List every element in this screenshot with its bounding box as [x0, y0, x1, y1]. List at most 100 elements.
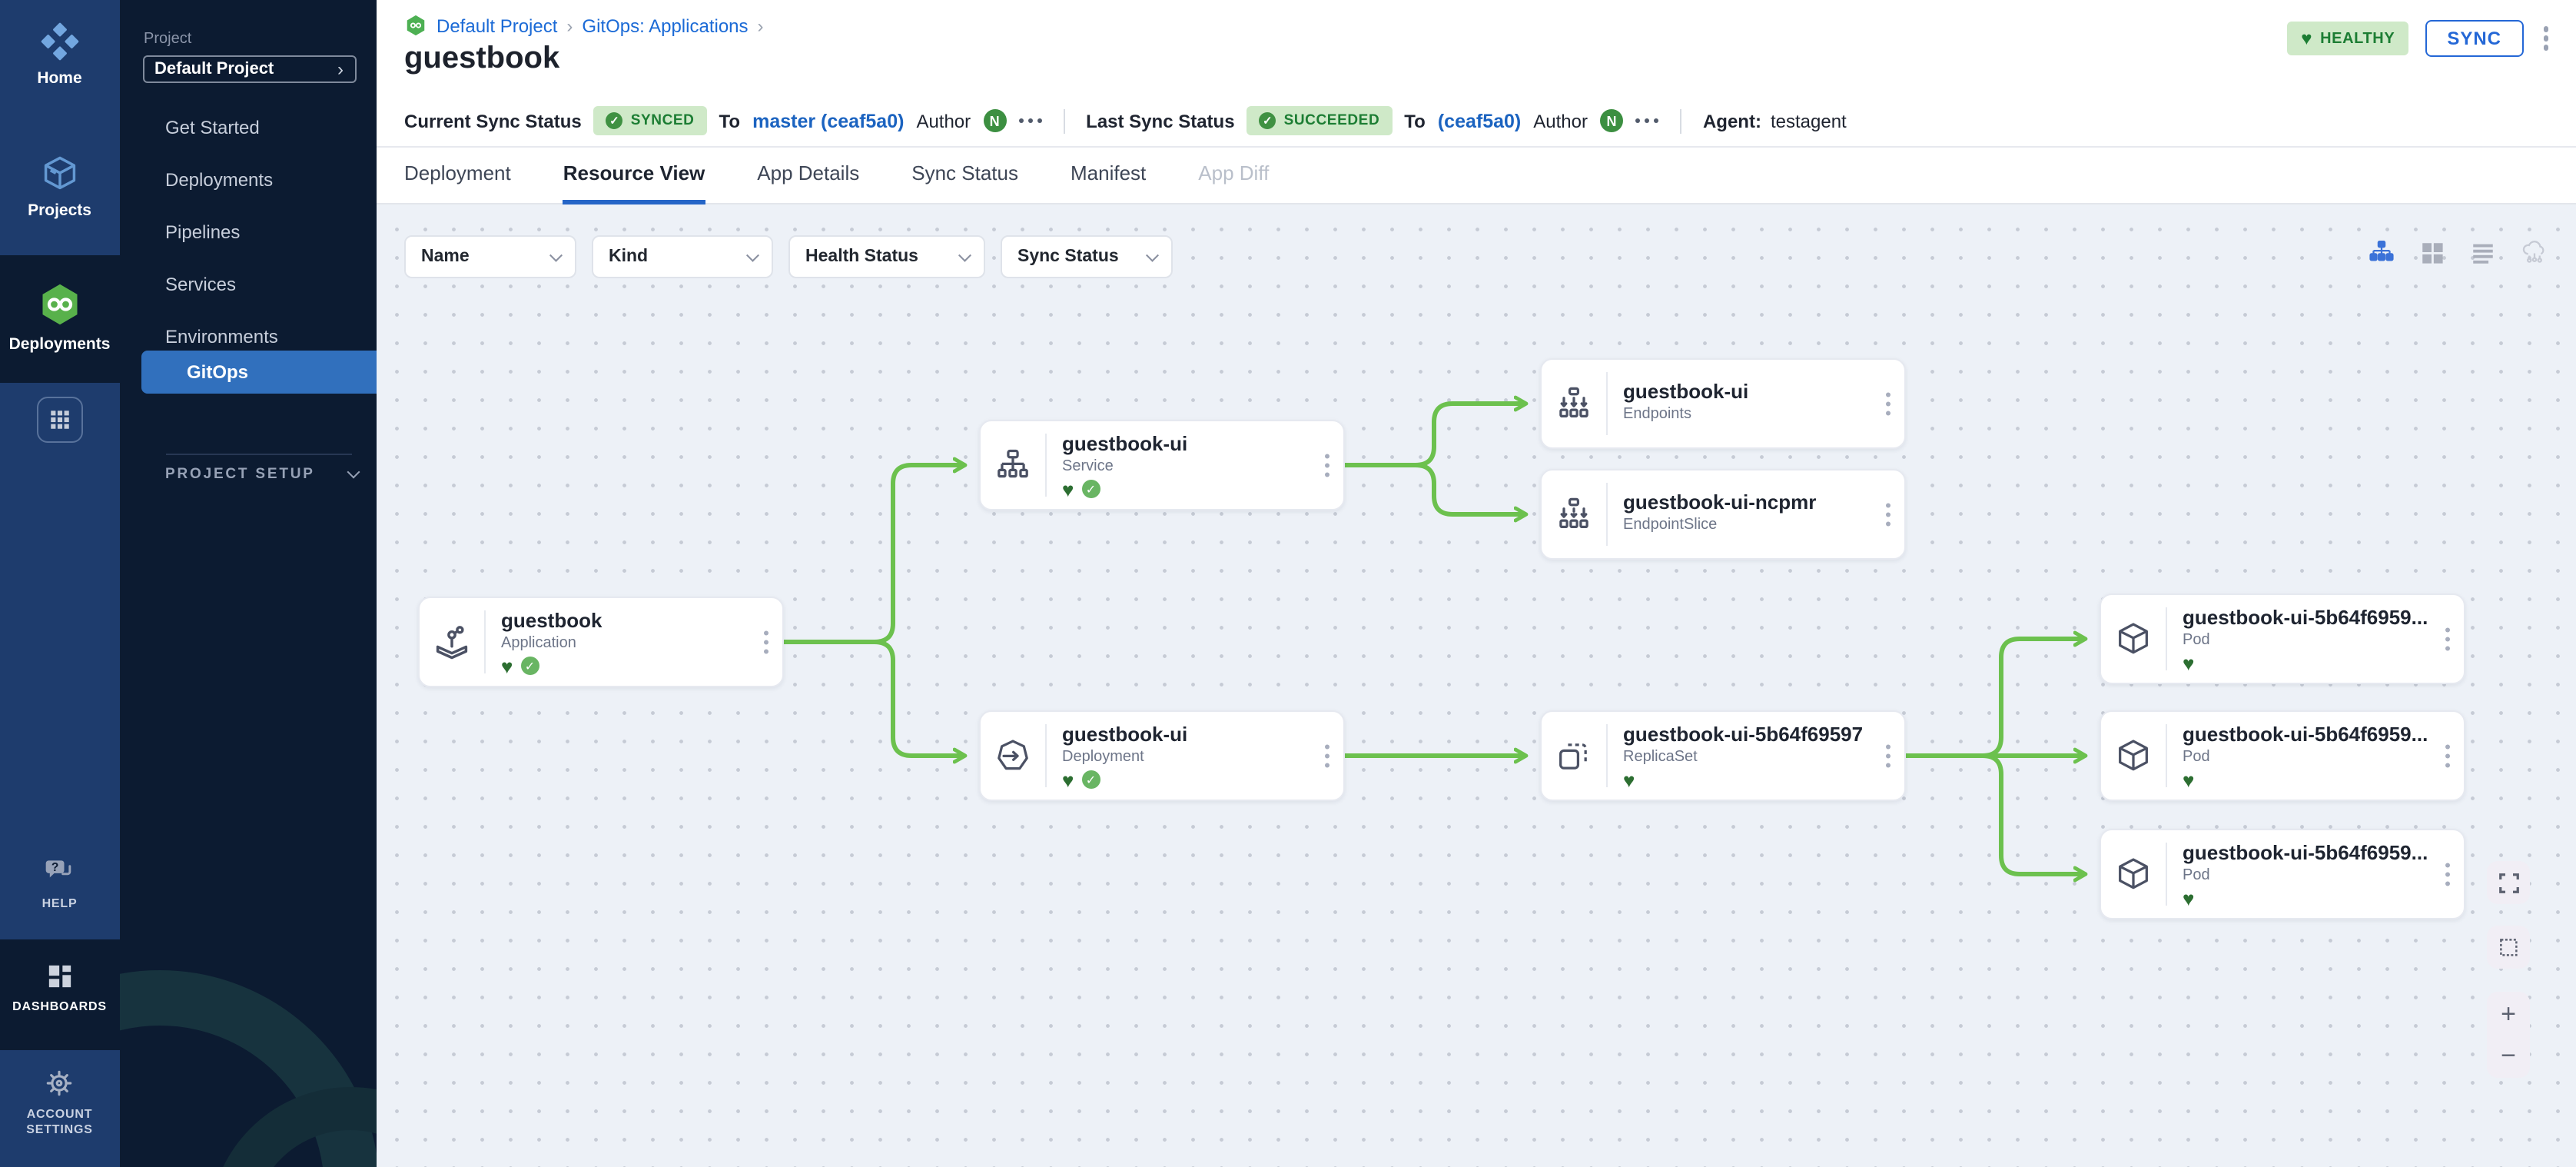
rail-item-account-settings[interactable]: ACCOUNT SETTINGS — [0, 1067, 119, 1139]
sidebar-item-services[interactable]: Services — [165, 274, 237, 295]
rail-label: Deployments — [8, 335, 111, 354]
help-chat-icon: ? — [43, 855, 77, 889]
pod-icon — [2101, 736, 2166, 776]
current-sync-label: Current Sync Status — [404, 110, 582, 131]
selection-mode-button[interactable] — [2487, 926, 2530, 969]
module-switcher-button[interactable] — [37, 397, 83, 443]
rail-label: HELP — [41, 896, 78, 910]
kind-filter-dropdown[interactable]: Kind — [592, 235, 773, 278]
rail-item-deployments-active[interactable]: Deployments — [0, 255, 119, 383]
node-kebab-menu-icon[interactable] — [2442, 859, 2453, 889]
sidebar-divider — [165, 454, 352, 455]
sync-status-bar: Current Sync Status ✓ SYNCED To master (… — [377, 95, 2576, 148]
rail-item-dashboards[interactable]: DASHBOARDS — [0, 939, 119, 1050]
chevron-right-icon: › — [337, 58, 344, 80]
sidebar-item-environments[interactable]: Environments — [165, 326, 278, 347]
filter-bar: Name Kind Health Status Sync Status — [404, 235, 1173, 278]
resource-node-endpointslice-guestbook-ui-ncpmr[interactable]: guestbook-ui-ncpmr EndpointSlice ♥ ✓ — [1540, 469, 1906, 560]
projects-icon — [40, 154, 80, 194]
name-filter-dropdown[interactable]: Name — [404, 235, 576, 278]
synced-check-icon: ✓ — [1081, 480, 1100, 498]
node-kebab-menu-icon[interactable] — [1882, 500, 1894, 530]
resource-node-endpoints-guestbook-ui[interactable]: guestbook-ui Endpoints ♥ ✓ — [1540, 358, 1906, 449]
resource-node-pod-3[interactable]: guestbook-ui-5b64f6959... Pod ♥ ✓ — [2100, 829, 2465, 919]
tab-deployment[interactable]: Deployment — [404, 161, 511, 185]
fit-to-screen-button[interactable] — [2487, 861, 2530, 904]
application-icon — [420, 622, 484, 662]
breadcrumb-link-project[interactable]: Default Project — [437, 15, 558, 36]
sidebar-item-deployments[interactable]: Deployments — [165, 169, 274, 191]
to-label: To — [1404, 110, 1426, 131]
tab-resource-view[interactable]: Resource View — [563, 161, 705, 204]
rail-item-projects[interactable]: Projects — [0, 154, 119, 220]
rail-label: Home — [37, 69, 82, 88]
node-kebab-menu-icon[interactable] — [1321, 741, 1333, 771]
node-kebab-menu-icon[interactable] — [2442, 624, 2453, 654]
current-sync-target-link[interactable]: master (ceaf5a0) — [752, 110, 905, 131]
health-status-badge: ♥ HEALTHY — [2287, 22, 2409, 55]
rail-label: Projects — [28, 201, 91, 220]
network-view-icon[interactable] — [2521, 238, 2548, 266]
rail-item-home[interactable]: Home — [0, 22, 119, 88]
resource-tree-canvas[interactable]: Name Kind Health Status Sync Status — [377, 204, 2576, 1167]
resource-node-pod-2[interactable]: guestbook-ui-5b64f6959... Pod ♥ ✓ — [2100, 710, 2465, 801]
list-view-icon[interactable] — [2470, 239, 2496, 265]
fullscreen-icon — [2498, 873, 2518, 893]
synced-check-icon: ✓ — [1081, 770, 1100, 789]
project-setup-toggle[interactable]: PROJECT SETUP — [165, 465, 360, 483]
resource-node-application-guestbook[interactable]: guestbook Application ♥ ✓ — [418, 597, 784, 687]
chevron-down-icon — [745, 249, 759, 261]
agent-label: Agent: — [1702, 110, 1761, 131]
sync-button[interactable]: SYNC — [2425, 20, 2523, 57]
last-sync-target-link[interactable]: (ceaf5a0) — [1437, 110, 1522, 131]
resource-node-deployment-guestbook-ui[interactable]: guestbook-ui Deployment ♥ ✓ — [979, 710, 1345, 801]
tab-app-details[interactable]: App Details — [757, 161, 860, 185]
sync-status-filter-dropdown[interactable]: Sync Status — [1001, 235, 1173, 278]
node-kebab-menu-icon[interactable] — [1882, 389, 1894, 419]
resource-node-service-guestbook-ui[interactable]: guestbook-ui Service ♥ ✓ — [979, 420, 1345, 510]
app-tabs: Deployment Resource View App Details Syn… — [377, 149, 2576, 204]
synced-check-icon: ✓ — [520, 657, 539, 675]
tab-manifest[interactable]: Manifest — [1071, 161, 1147, 185]
tree-view-icon[interactable] — [2369, 239, 2395, 265]
author-avatar[interactable]: N — [983, 109, 1007, 132]
node-kebab-menu-icon[interactable] — [2442, 741, 2453, 771]
rail-item-help[interactable]: ? HELP — [0, 855, 119, 913]
resource-node-replicaset-guestbook-ui-5b64f69597[interactable]: guestbook-ui-5b64f69597 ReplicaSet ♥ ✓ — [1540, 710, 1906, 801]
gear-icon — [44, 1067, 76, 1099]
selected-project-name: Default Project — [154, 60, 274, 78]
resource-node-pod-1[interactable]: guestbook-ui-5b64f6959... Pod ♥ ✓ — [2100, 593, 2465, 684]
breadcrumb-link-gitops-applications[interactable]: GitOps: Applications — [582, 15, 749, 36]
last-sync-label: Last Sync Status — [1086, 110, 1235, 131]
project-sidebar: Project Default Project › Get Started De… — [119, 0, 377, 1167]
ellipsis-icon[interactable] — [1018, 118, 1042, 123]
healthy-heart-icon: ♥ — [2183, 651, 2195, 674]
grid-view-icon[interactable] — [2419, 239, 2445, 265]
grid-apps-icon — [48, 407, 72, 432]
to-label: To — [719, 110, 741, 131]
chevron-down-icon — [958, 249, 971, 261]
tab-sync-status[interactable]: Sync Status — [911, 161, 1018, 185]
sidebar-item-get-started[interactable]: Get Started — [165, 117, 260, 138]
node-kebab-menu-icon[interactable] — [760, 627, 772, 657]
endpointslice-icon — [1542, 494, 1606, 534]
pod-icon — [2101, 854, 2166, 894]
healthy-heart-icon: ♥ — [2183, 886, 2195, 909]
header-actions: ♥ HEALTHY SYNC — [2287, 20, 2551, 57]
project-selector[interactable]: Default Project › — [142, 55, 356, 83]
zoom-out-button[interactable]: − — [2501, 1041, 2516, 1070]
healthy-heart-icon: ♥ — [1062, 768, 1074, 791]
zoom-in-button[interactable]: + — [2501, 999, 2516, 1029]
vertical-divider — [1063, 108, 1065, 133]
ellipsis-icon[interactable] — [1635, 118, 1658, 123]
sidebar-item-gitops[interactable]: GitOps — [141, 351, 377, 394]
app-kebab-menu-icon[interactable] — [2540, 24, 2551, 54]
health-status-filter-dropdown[interactable]: Health Status — [788, 235, 985, 278]
author-label: Author — [1533, 110, 1588, 131]
author-avatar[interactable]: N — [1599, 109, 1623, 132]
node-kebab-menu-icon[interactable] — [1882, 741, 1894, 771]
node-kebab-menu-icon[interactable] — [1321, 451, 1333, 480]
deployments-cd-icon — [37, 281, 83, 327]
sidebar-item-pipelines[interactable]: Pipelines — [165, 221, 241, 243]
